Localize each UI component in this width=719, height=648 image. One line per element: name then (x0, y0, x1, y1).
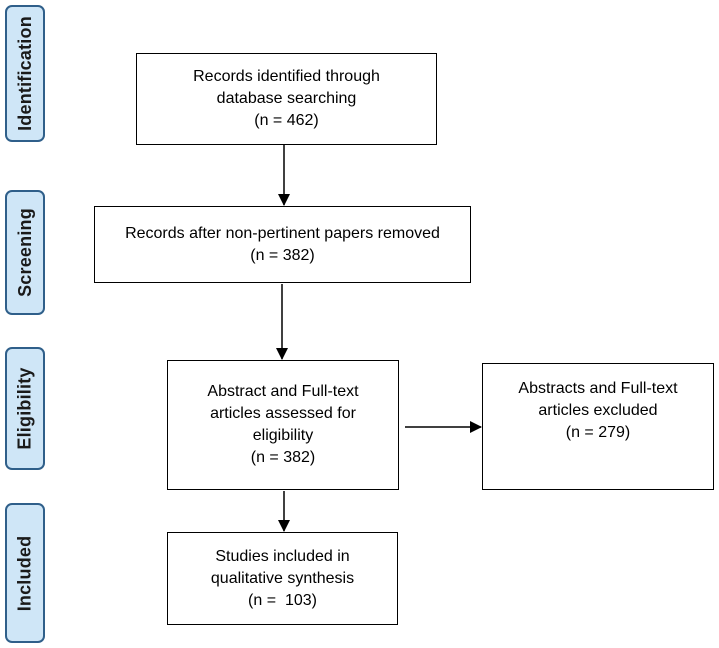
excluded-box: Abstracts and Full-text articles exclude… (482, 363, 714, 490)
stage-tab-screening: Screening (5, 190, 45, 315)
records-identified-line2: database searching (216, 90, 357, 107)
stage-tab-included: Included (5, 503, 45, 643)
records-screened-line1: Records after non-pertinent papers remov… (125, 224, 440, 242)
records-screened-count: (n = 382) (250, 246, 315, 264)
excluded-line2: articles excluded (538, 402, 658, 419)
assessed-line1: Abstract and Full-text (207, 383, 359, 400)
stage-label-screening: Screening (14, 208, 35, 297)
assessed-line3: eligibility (252, 427, 314, 444)
excluded-count: (n = 279) (565, 424, 631, 441)
stage-tab-identification: Identification (5, 5, 45, 142)
stage-label-included: Included (14, 535, 35, 611)
records-screened-box: Records after non-pertinent papers remov… (94, 206, 471, 283)
studies-included-box: Studies included in qualitative synthesi… (167, 532, 398, 625)
included-count: (n = 103) (248, 591, 317, 609)
records-identified-count: (n = 462) (254, 112, 319, 129)
included-line1: Studies included in (215, 547, 350, 565)
excluded-line1: Abstracts and Full-text (518, 380, 678, 397)
stage-tab-eligibility: Eligibility (5, 347, 45, 470)
stage-label-eligibility: Eligibility (14, 367, 35, 450)
assessed-count: (n = 382) (250, 449, 316, 466)
assessed-line2: articles assessed for (210, 405, 356, 422)
stage-label-identification: Identification (14, 16, 35, 131)
records-identified-line1: Records identified through (193, 68, 380, 85)
assessed-eligibility-box: Abstract and Full-text articles assessed… (167, 360, 399, 490)
included-line2: qualitative synthesis (210, 569, 355, 587)
records-identified-box: Records identified through database sear… (136, 53, 437, 145)
